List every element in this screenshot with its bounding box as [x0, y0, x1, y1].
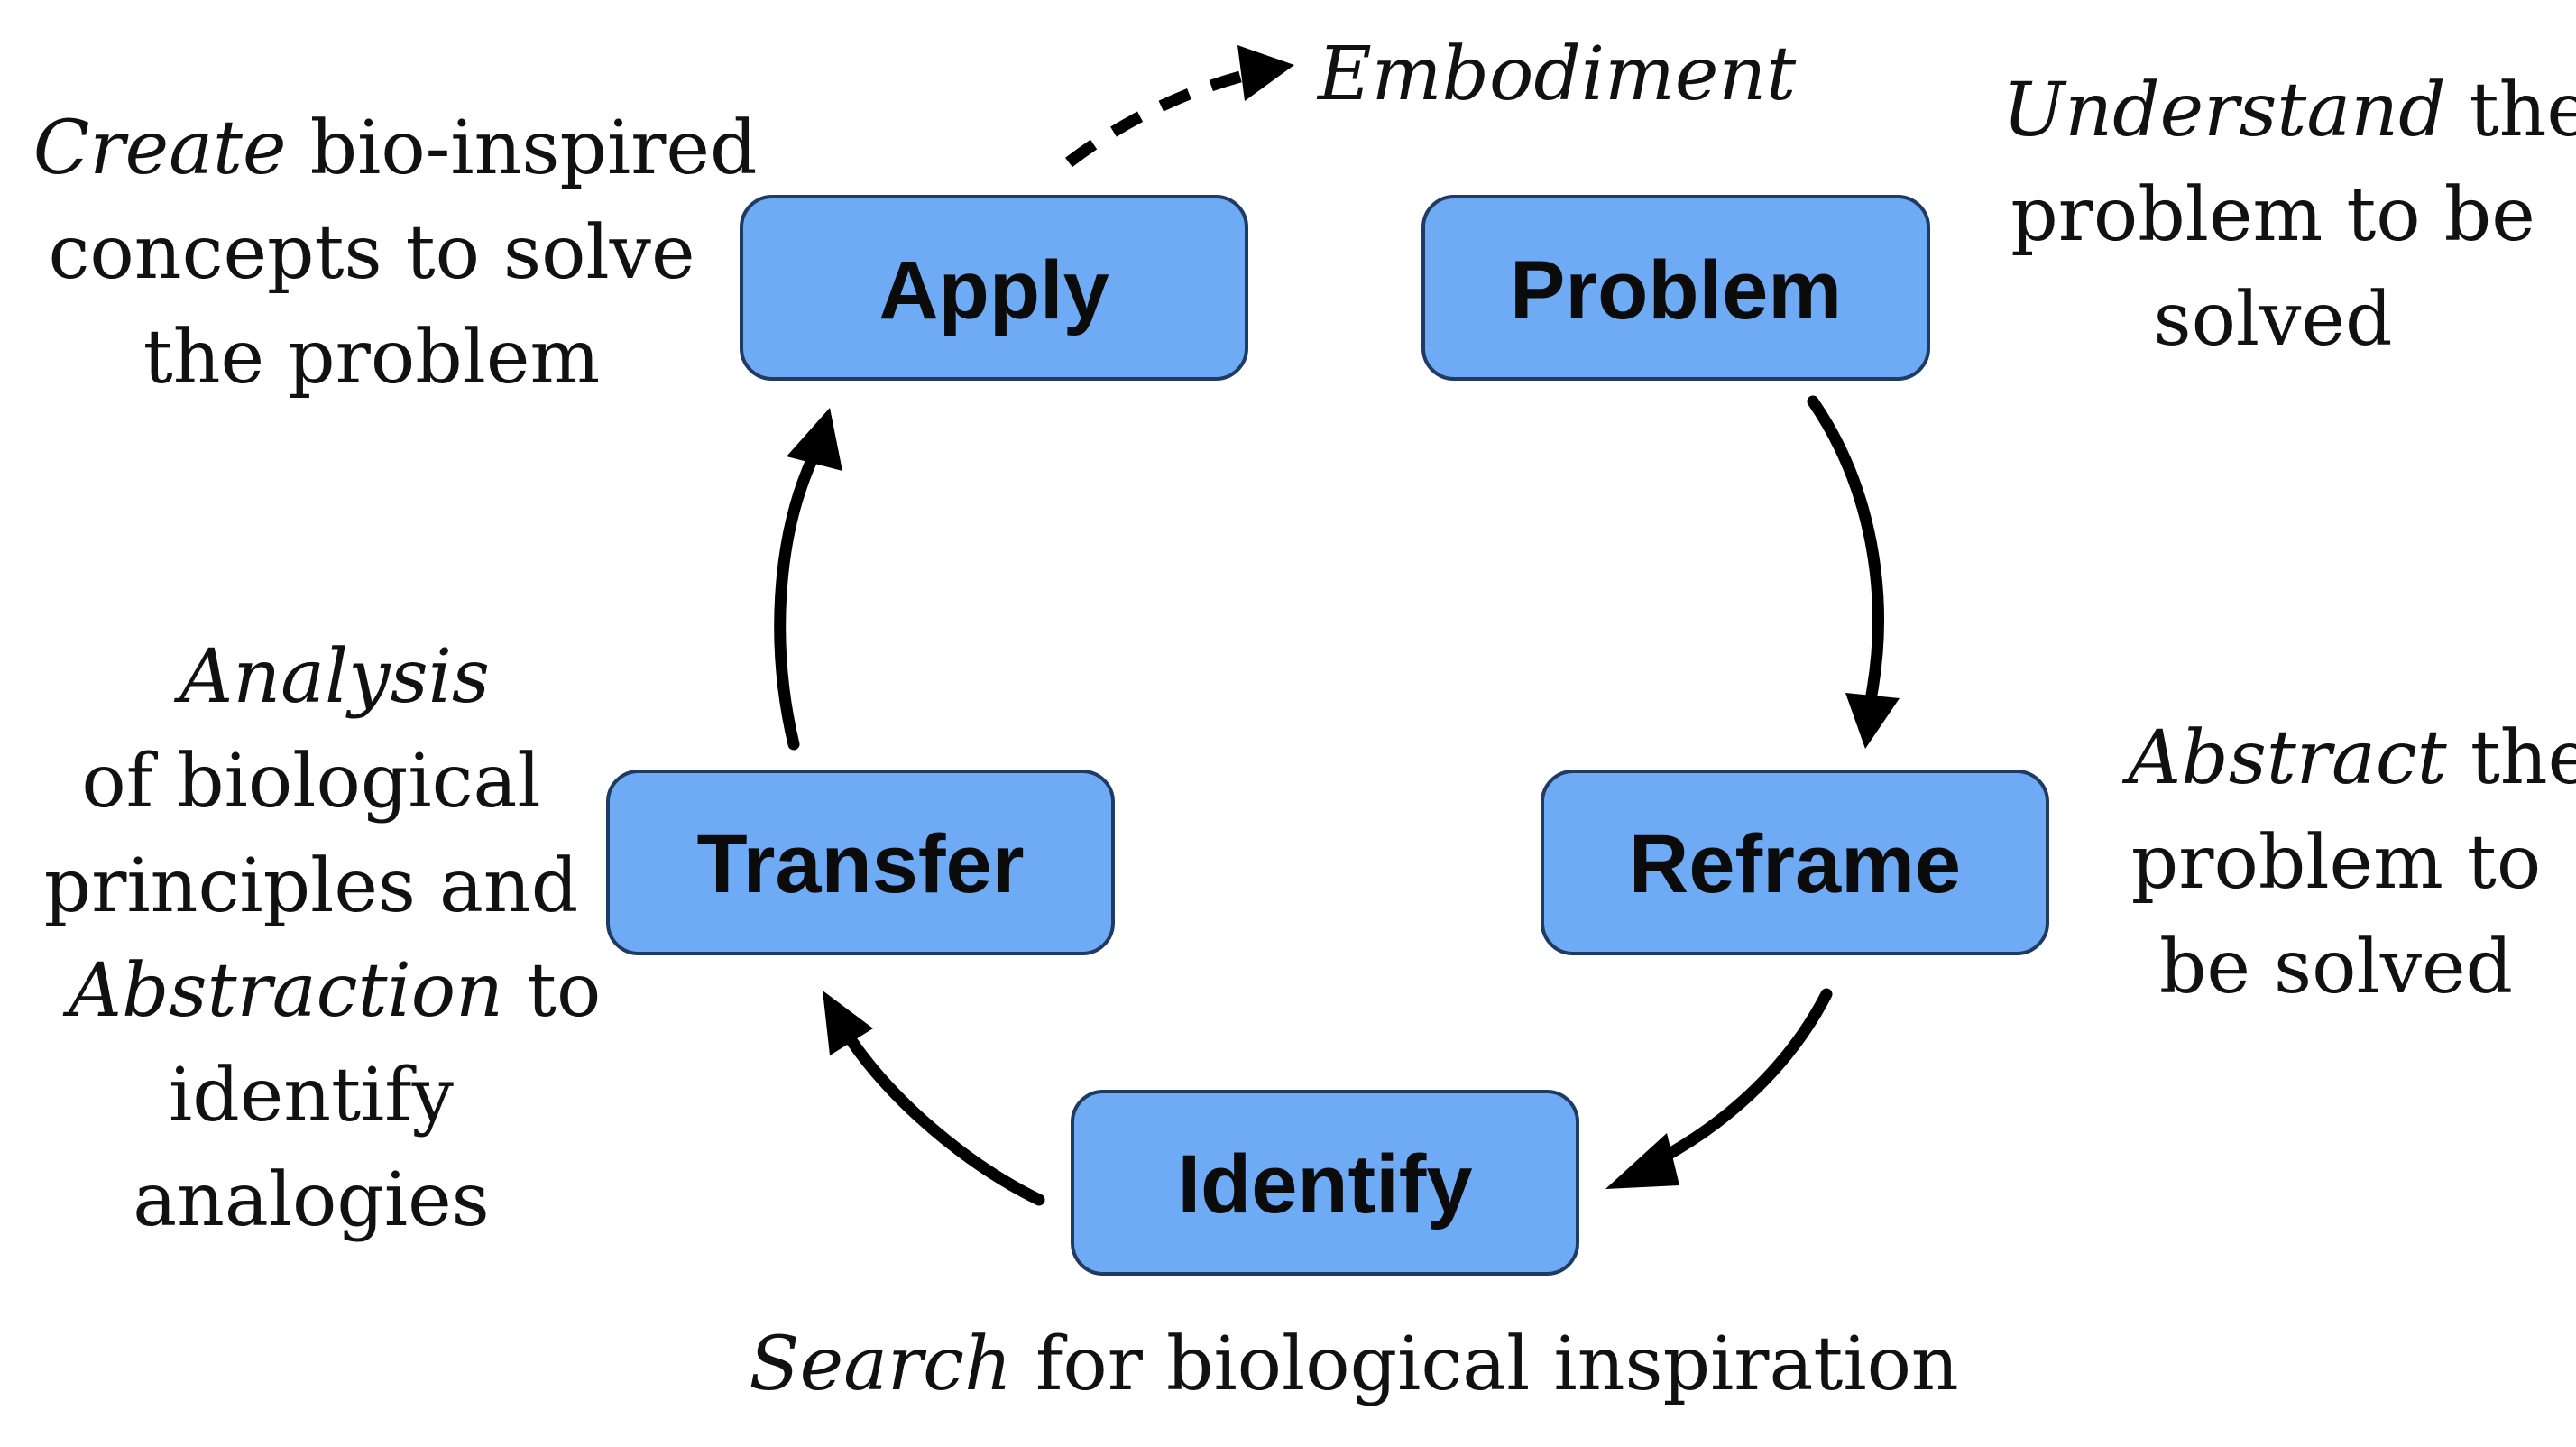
- reframe-note-line1: the: [2447, 715, 2576, 801]
- transfer-note-line6: analogies: [133, 1157, 490, 1243]
- transfer-note-em1: Analysis: [173, 634, 490, 720]
- apply-note: Create bio-inspired concepts to solve th…: [0, 106, 875, 401]
- reframe-note-line2: problem to: [2131, 820, 2541, 906]
- identify-label: Identify: [1177, 1138, 1472, 1230]
- transfer-note-line5: identify: [169, 1053, 455, 1138]
- identify-box: Identify: [1071, 1090, 1579, 1276]
- problem-note-line2: problem to be: [2010, 172, 2535, 258]
- apply-note-line1: bio-inspired: [287, 106, 758, 191]
- svg-text:Create bio-inspired: Create bio-inspired: [0, 106, 875, 191]
- arrow-transfer-to-apply: [774, 408, 842, 751]
- reframe-note: Abstract the problem to be solved: [1964, 715, 2576, 1010]
- reframe-note-em: Abstract: [2121, 715, 2448, 801]
- problem-box: Problem: [1421, 195, 1930, 381]
- arrow-identify-to-transfer: [823, 991, 1045, 1206]
- svg-text:Analysis: Analysis: [15, 634, 608, 720]
- svg-text:Abstract the: Abstract the: [1964, 715, 2576, 801]
- transfer-box: Transfer: [606, 770, 1115, 955]
- problem-note-line3: solved: [2153, 277, 2392, 363]
- reframe-note-line3: be solved: [2159, 925, 2513, 1010]
- svg-text:Understand the: Understand the: [1838, 68, 2576, 153]
- arrow-apply-to-embodiment: [1065, 45, 1294, 168]
- arrow-reframe-to-identify: [1605, 988, 1833, 1189]
- transfer-label: Transfer: [696, 818, 1024, 910]
- svg-text:Abstraction to: Abstraction to: [0, 948, 719, 1034]
- reframe-box: Reframe: [1541, 770, 2049, 955]
- problem-note-line1: the: [2446, 68, 2576, 153]
- embodiment-text: Embodiment: [1316, 32, 1797, 117]
- svg-text:Search for biological inspirat: Search for biological inspiration: [584, 1322, 2076, 1407]
- transfer-note-line2: of biological: [81, 739, 540, 825]
- transfer-note: Analysis of biological principles and Ab…: [0, 634, 719, 1243]
- apply-note-line2: concepts to solve: [48, 210, 695, 296]
- transfer-note-em2: Abstraction: [62, 948, 503, 1034]
- identify-note: Search for biological inspiration: [584, 1322, 2076, 1407]
- transfer-note-line3: principles and: [44, 843, 578, 929]
- apply-label: Apply: [879, 244, 1109, 336]
- apply-note-em: Create: [33, 106, 287, 191]
- embodiment-note: Embodiment: [1201, 32, 1867, 117]
- identify-note-em: Search: [749, 1322, 1012, 1407]
- problem-label: Problem: [1510, 244, 1842, 336]
- apply-box: Apply: [740, 195, 1248, 381]
- arrow-problem-to-reframe: [1807, 395, 1900, 749]
- reframe-label: Reframe: [1629, 818, 1961, 910]
- problem-note-em: Understand: [2002, 68, 2445, 153]
- identify-note-line1: for biological inspiration: [1012, 1322, 1959, 1407]
- problem-note: Understand the problem to be solved: [1838, 68, 2576, 363]
- apply-note-line3: the problem: [143, 315, 600, 401]
- transfer-note-line4: to: [503, 948, 601, 1034]
